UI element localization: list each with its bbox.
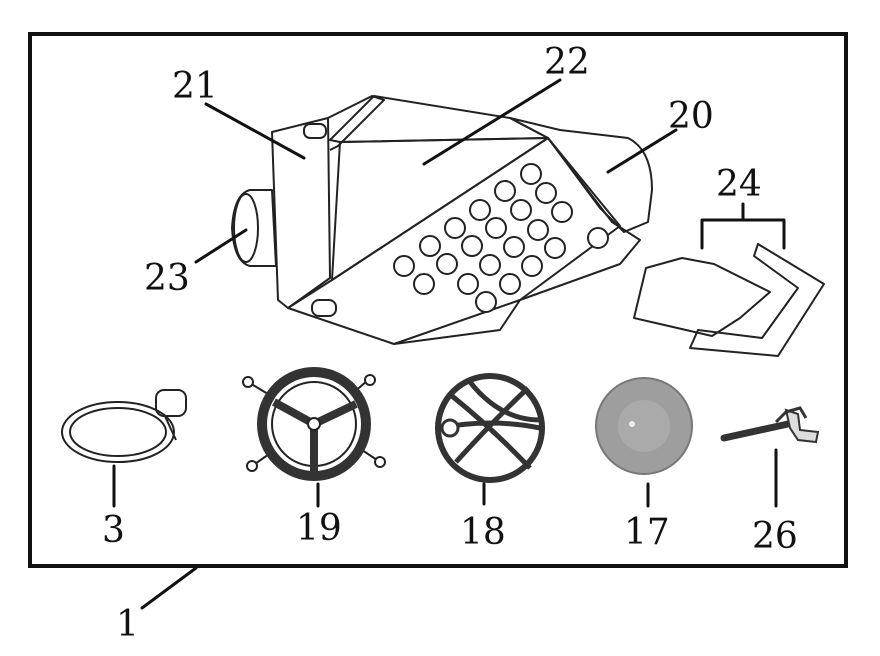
filter-disc bbox=[595, 377, 693, 475]
label-22: 22 bbox=[544, 42, 590, 83]
mount-ring bbox=[242, 367, 386, 481]
leader-21 bbox=[204, 102, 306, 160]
perforation-holes bbox=[393, 163, 609, 313]
grille bbox=[435, 373, 545, 483]
wing-bolt bbox=[720, 406, 820, 444]
label-23: 23 bbox=[144, 258, 190, 299]
leader-22 bbox=[422, 78, 562, 166]
assembly-frame bbox=[28, 32, 848, 568]
label-18: 18 bbox=[460, 512, 506, 553]
label-1: 1 bbox=[116, 604, 139, 645]
label-21: 21 bbox=[172, 66, 218, 107]
filter-housing bbox=[231, 95, 653, 345]
foam-pieces bbox=[633, 243, 825, 357]
label-17: 17 bbox=[624, 512, 670, 553]
leader-1 bbox=[140, 566, 198, 610]
inlet-boss bbox=[231, 189, 277, 267]
label-24: 24 bbox=[716, 164, 762, 205]
label-3: 3 bbox=[102, 510, 125, 551]
foam-piece-b bbox=[689, 243, 825, 357]
bracket-24 bbox=[700, 218, 786, 250]
label-20: 20 bbox=[668, 96, 714, 137]
mount-hole-top bbox=[303, 123, 327, 139]
mount-hole-bottom bbox=[311, 299, 337, 317]
foam-piece-a bbox=[633, 257, 771, 337]
label-26: 26 bbox=[752, 516, 798, 557]
leader-23 bbox=[194, 228, 248, 264]
side-panel bbox=[271, 117, 331, 309]
hose-clamp bbox=[61, 389, 187, 463]
label-19: 19 bbox=[296, 508, 342, 549]
leader-20 bbox=[606, 128, 678, 174]
inlet-opening bbox=[233, 193, 259, 263]
